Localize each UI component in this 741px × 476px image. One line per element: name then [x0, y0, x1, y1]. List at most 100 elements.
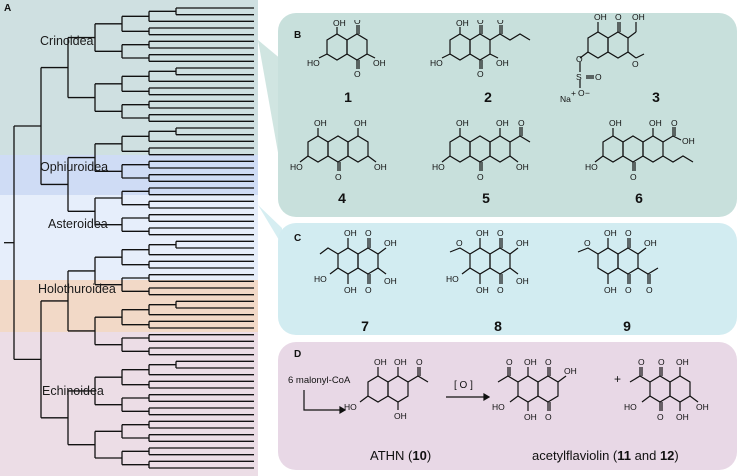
atom-o: O — [365, 285, 372, 295]
echinoidea-band — [0, 332, 258, 476]
compound-number-4: 4 — [338, 190, 346, 206]
atom-o: O — [595, 72, 602, 82]
compound-number-8: 8 — [494, 318, 502, 334]
atom-o: O — [646, 285, 653, 295]
atom-oh: OH — [374, 162, 387, 172]
atom-ho: HO — [624, 402, 637, 412]
clade-label-holothuroidea: Holothuroidea — [38, 282, 116, 296]
atom-o: O — [497, 20, 504, 26]
compound-number-6: 6 — [635, 190, 643, 206]
structure-compound-10: OH OH O HO OH — [344, 358, 429, 421]
atom-o: O — [545, 412, 552, 422]
product-number-12: 12 — [659, 448, 675, 463]
structure-compound-7: OH O OH OH OH O HO — [314, 228, 397, 295]
atom-o: O — [625, 285, 632, 295]
atom-o: O — [506, 357, 513, 367]
atom-ho: HO — [585, 162, 598, 172]
atom-o: O — [456, 238, 463, 248]
atom-o: O — [477, 69, 484, 79]
atom-o: O — [578, 88, 585, 98]
atom-oh: OH — [456, 118, 469, 128]
atom-oh: OH — [476, 228, 489, 238]
atom-na: Na — [560, 94, 571, 104]
clade-label-ophiuroidea: Ophiuroidea — [40, 160, 109, 174]
structure-compound-4: OH OH O HO OH — [290, 118, 387, 182]
atom-o: O — [354, 20, 361, 26]
atom-oh: OH — [496, 58, 509, 68]
compound-number-5: 5 — [482, 190, 490, 206]
atom-oh: OH — [314, 118, 327, 128]
reaction-arrow — [446, 392, 490, 402]
plus-sign: + — [614, 372, 622, 386]
atom-o: O — [615, 12, 622, 22]
atom-oh: OH — [696, 402, 709, 412]
holothuroidea-band — [0, 280, 258, 332]
structure-compound-11: OH O O OH HO OH O — [492, 357, 577, 422]
panel-c — [278, 223, 737, 335]
atom-o: O — [497, 285, 504, 295]
structure-compound-6: OH OH O OH O HO — [585, 118, 695, 182]
pointer-c — [258, 205, 282, 245]
clade-label-crinoidea: Crinoidea — [40, 34, 94, 48]
precursor-arrow — [303, 390, 346, 415]
clade-label-asteroidea: Asteroidea — [48, 217, 108, 231]
clade-label-echinoidea: Echinoidea — [42, 384, 104, 398]
atom-o: O — [416, 358, 423, 367]
panel-d-label: D — [294, 349, 302, 360]
panel-c-label: C — [294, 233, 302, 244]
compound-number-7: 7 — [361, 318, 369, 334]
atom-o: O — [335, 172, 342, 182]
atom-oh: OH — [604, 285, 617, 295]
structure-compound-2: OH O O O OH HO — [430, 20, 531, 79]
atom-oh: OH — [373, 58, 385, 68]
product-suffix: ) — [674, 448, 679, 463]
structure-compound-8: OH O OH OH OH O HO O — [446, 228, 529, 295]
atom-oh: OH — [516, 276, 529, 286]
atom-o: O — [658, 357, 665, 367]
atom-oh: OH — [682, 136, 695, 146]
atom-oh: OH — [516, 238, 529, 248]
atom-o: O — [632, 59, 639, 69]
atom-ho: HO — [492, 402, 505, 412]
atom-o: O — [545, 357, 552, 367]
atom-o: O — [638, 357, 645, 367]
athn-suffix: ) — [426, 448, 432, 463]
atom-oh: OH — [594, 12, 607, 22]
atom-o: O — [576, 54, 583, 64]
structure-compound-9: OH O OH OH O O O — [577, 228, 659, 295]
charge-plus: + — [571, 88, 576, 98]
asteroidea-band — [0, 195, 258, 280]
panel-b-label: B — [294, 30, 302, 41]
compound-number-2: 2 — [484, 89, 492, 105]
athn-prefix: ATHN ( — [370, 448, 413, 463]
atom-ho: HO — [446, 274, 459, 284]
structure-compound-12: O OH O HO OH O OH — [624, 357, 709, 422]
atom-oh: OH — [374, 358, 387, 367]
product-prefix: acetylflaviolin ( — [532, 448, 618, 463]
atom-ho: HO — [432, 162, 445, 172]
atom-oh: OH — [384, 276, 397, 286]
atom-o: O — [625, 228, 632, 238]
atom-oh: OH — [333, 20, 346, 28]
atom-o: O — [497, 228, 504, 238]
atom-ho: HO — [307, 58, 320, 68]
acetylflaviolin-label: acetylflaviolin (11 and 12) — [532, 448, 679, 463]
structure-compound-1: OH O O OH HO — [307, 20, 385, 79]
athn-label: ATHN (10) — [370, 448, 431, 463]
atom-oh: OH — [476, 285, 489, 295]
atom-o: O — [630, 172, 637, 182]
atom-oh: OH — [344, 228, 357, 238]
atom-o: O — [477, 172, 484, 182]
precursor-label: 6 malonyl-CoA — [288, 375, 351, 386]
atom-oh: OH — [564, 366, 577, 376]
compound-number-3: 3 — [652, 89, 660, 105]
atom-oh: OH — [354, 118, 367, 128]
compound-number-9: 9 — [623, 318, 631, 334]
product-number-11: 11 — [617, 448, 632, 463]
atom-s: S — [576, 72, 582, 82]
compound-number-1: 1 — [344, 89, 352, 105]
atom-oh: OH — [524, 357, 537, 367]
atom-o: O — [657, 412, 664, 422]
athn-number: 10 — [412, 448, 427, 463]
